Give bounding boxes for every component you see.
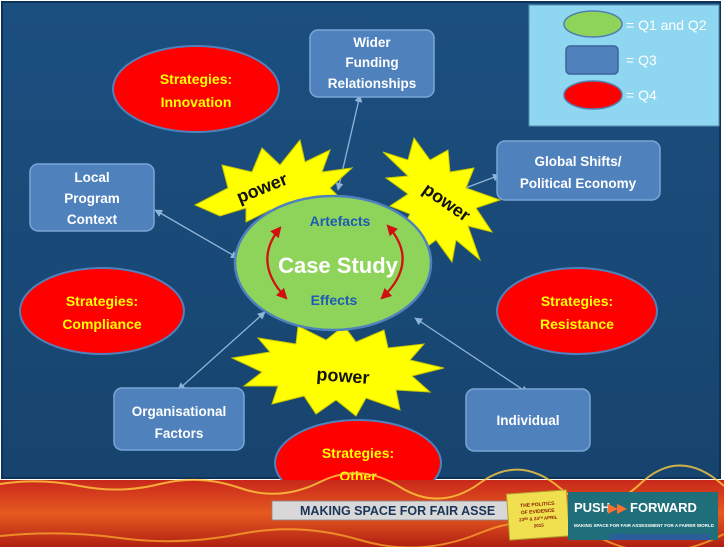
diagram-shape: [465, 388, 591, 452]
power-burst-bottom: power: [230, 325, 445, 417]
diagram-label: Innovation: [161, 94, 232, 110]
diagram-shape: [29, 163, 155, 232]
diagram-shape: [113, 387, 245, 451]
legend-panel: [528, 4, 720, 127]
legend-swatch-q4: [563, 80, 623, 110]
artefacts-label: Artefacts: [310, 213, 371, 229]
banner-poster: [505, 489, 571, 541]
strategy-innovation: Strategies: Innovation: [112, 45, 280, 133]
box-global-shifts: Global Shifts/ Political Economy: [496, 140, 661, 201]
diagram-shape: [496, 267, 658, 355]
banner-text: MAKING SPACE FOR FAIR ASSE: [300, 504, 495, 518]
case-study-title: Case Study: [278, 253, 399, 278]
box-individual: Individual: [465, 388, 591, 452]
box-local-program: Local Program Context: [29, 163, 155, 232]
diagram-label: Wider: [353, 35, 391, 50]
diagram-shape: [496, 140, 661, 201]
legend-label-q3: = Q3: [626, 52, 657, 68]
diagram-label: Factors: [155, 426, 204, 441]
legend-swatch-q3: [565, 45, 619, 75]
diagram-label: 23ᴿᴰ & 24ᵀᴴ APRIL: [519, 515, 558, 523]
diagram-label: Strategies:: [160, 71, 232, 87]
brand-forward: FORWARD: [630, 500, 697, 515]
brand-arrows-icon: ▶▶: [607, 501, 627, 515]
diagram-shape: [154, 209, 239, 259]
diagram-label: Individual: [496, 413, 559, 428]
legend-label-q1q2: = Q1 and Q2: [626, 17, 707, 33]
diagram-label: Program: [64, 191, 120, 206]
diagram-label: Strategies:: [66, 293, 138, 309]
diagram-label: Compliance: [62, 316, 142, 332]
box-wider-funding: Wider Funding Relationships: [309, 29, 435, 98]
diagram-label: Global Shifts/: [534, 154, 621, 169]
legend-swatch-q1q2: [563, 10, 623, 38]
diagram-label: Funding: [345, 55, 398, 70]
cycle-arrow-right: [380, 224, 404, 300]
diagram-label: Relationships: [328, 76, 417, 91]
diagram-shape: [568, 492, 718, 540]
brand-push: PUSH: [574, 500, 610, 515]
box-organisational-factors: Organisational Factors: [113, 387, 245, 451]
effects-label: Effects: [311, 292, 358, 308]
diagram-shape: [414, 317, 529, 394]
diagram-label: Resistance: [540, 316, 614, 332]
footer-banner: MAKING SPACE FOR FAIR ASSE THE POLITICS …: [0, 464, 724, 547]
diagram-shape: [610, 534, 710, 540]
diagram-label: THE POLITICS: [520, 501, 555, 509]
cycle-arrow-left: [266, 226, 288, 300]
diagram-label: Context: [67, 212, 118, 227]
strategy-resistance: Strategies: Resistance: [496, 267, 658, 355]
legend-label-q4: = Q4: [626, 87, 657, 103]
diagram-label: Strategies:: [541, 293, 613, 309]
diagram-shape: [309, 29, 435, 98]
diagram-label: OF EVIDENCE: [521, 508, 556, 516]
diagram-label: Local: [74, 170, 109, 185]
diagram-label: Organisational: [132, 404, 227, 419]
diagram-shape: [112, 45, 280, 133]
diagram-shape: [177, 311, 266, 391]
diagram-label: power: [316, 364, 370, 388]
diagram-label: Strategies:: [322, 445, 394, 461]
legend: = Q1 and Q2 = Q3 = Q4: [528, 4, 720, 127]
diagram-shape: [19, 267, 185, 355]
diagram-shape: [230, 325, 445, 417]
diagram-label: Political Economy: [520, 176, 637, 191]
brand-tagline: MAKING SPACE FOR FAIR ASSESSMENT FOR A F…: [574, 523, 715, 528]
case-study-center: Artefacts Case Study Effects: [233, 194, 433, 332]
diagram-label: 2015: [534, 523, 545, 529]
strategy-compliance: Strategies: Compliance: [19, 267, 185, 355]
